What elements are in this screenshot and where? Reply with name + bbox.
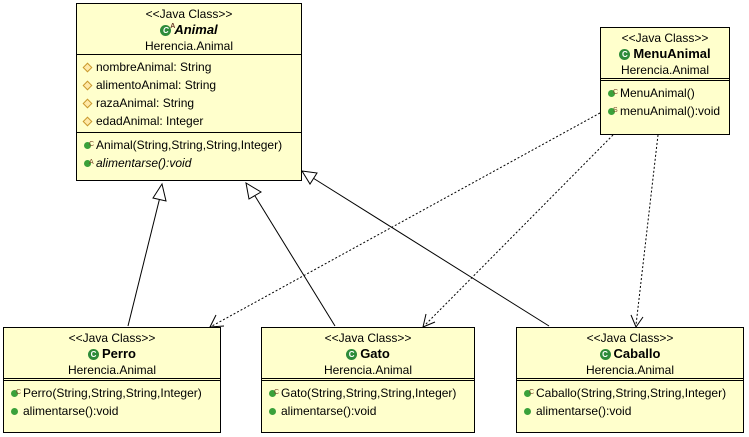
- package-label: Herencia.Animal: [67, 363, 157, 377]
- attribute-row[interactable]: nombreAnimal: String: [83, 58, 301, 76]
- class-icon: C: [619, 49, 631, 60]
- package-label: Herencia.Animal: [585, 363, 675, 377]
- operation-row[interactable]: alimentarse():void: [523, 402, 743, 420]
- generalization-caballo-animal: [312, 177, 550, 327]
- package-label: Herencia.Animal: [144, 39, 234, 53]
- public-method-icon: [268, 406, 278, 416]
- protected-field-icon: [83, 116, 93, 126]
- generalization-gato-animal: [254, 195, 336, 327]
- generalization-arrowhead-caballo: [301, 170, 318, 185]
- constructor-icon: C: [10, 388, 21, 398]
- attribute-row[interactable]: alimentoAnimal: String: [83, 76, 301, 94]
- package-label: Herencia.Animal: [620, 63, 710, 77]
- stereotype-label: <<Java Class>>: [621, 31, 709, 45]
- generalization-arrowhead-gato: [245, 181, 262, 200]
- constructor-icon: C: [607, 88, 618, 98]
- attribute-row[interactable]: razaAnimal: String: [83, 94, 301, 112]
- protected-field-icon: [83, 80, 93, 90]
- class-icon: C: [88, 349, 100, 360]
- constructor-icon: C: [268, 388, 279, 398]
- dependency-arrowhead-perro: [209, 314, 225, 328]
- protected-field-icon: [83, 98, 93, 108]
- attribute-row[interactable]: edadAnimal: Integer: [83, 112, 301, 130]
- public-method-icon: [10, 406, 20, 416]
- stereotype-label: <<Java Class>>: [586, 331, 674, 345]
- abstract-method-icon: A: [83, 158, 94, 168]
- dependency-arrowhead-caballo: [630, 314, 644, 329]
- generalization-perro-animal: [127, 196, 161, 327]
- dependency-menu-perro: [211, 112, 601, 327]
- constructor-icon: C: [83, 140, 94, 150]
- class-icon: C: [346, 349, 358, 360]
- generalization-arrowhead-perro: [152, 182, 167, 202]
- attributes-compartment: nombreAnimal: String alimentoAnimal: Str…: [77, 54, 301, 132]
- public-method-icon: [523, 406, 533, 416]
- operation-row[interactable]: alimentarse():void: [268, 402, 474, 420]
- package-label: Herencia.Animal: [323, 363, 413, 377]
- stereotype-label: <<Java Class>>: [145, 7, 233, 21]
- stereotype-label: <<Java Class>>: [68, 331, 156, 345]
- protected-field-icon: [83, 62, 93, 72]
- constructor-icon: C: [523, 388, 534, 398]
- static-method-icon: S: [607, 106, 618, 116]
- class-icon: C: [599, 349, 611, 360]
- dependency-menu-caballo: [635, 134, 659, 326]
- operation-row[interactable]: alimentarse():void: [10, 402, 220, 420]
- dependency-menu-gato: [424, 134, 614, 326]
- stereotype-label: <<Java Class>>: [324, 331, 412, 345]
